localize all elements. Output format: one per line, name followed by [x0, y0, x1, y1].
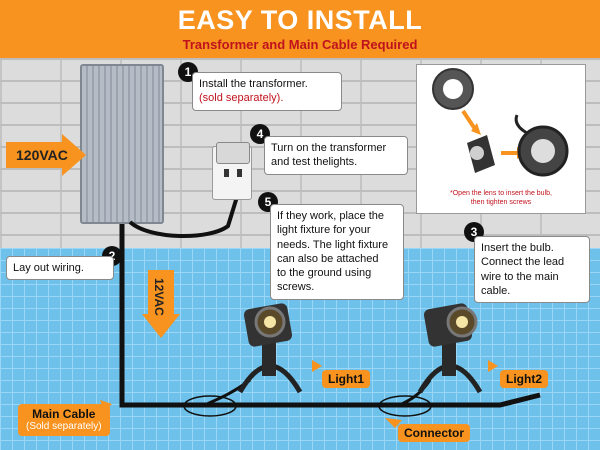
- step-3-line: wire to the main: [481, 270, 559, 283]
- light1-pointer: [312, 360, 322, 372]
- main-cable-title: Main Cable: [32, 407, 96, 421]
- lens-arrow-icon: [461, 109, 477, 131]
- step-5-line: can also be attached: [277, 252, 379, 265]
- low-voltage-cable: [119, 224, 541, 408]
- transformer-box: [80, 64, 164, 224]
- inset-caption-line: then tighten screws: [470, 198, 532, 206]
- step-5-line: screws.: [277, 281, 315, 294]
- light2-fixture: [417, 303, 483, 394]
- input-voltage-arrow: 120VAC: [6, 134, 90, 176]
- light2-pointer: [488, 360, 498, 372]
- connector-ring-1: [183, 395, 237, 417]
- plug-icon: [216, 142, 250, 164]
- step-3-callout: Insert the bulb. Connect the lead wire t…: [474, 236, 590, 304]
- inset-caption: *Open the lens to insert the bulb, then …: [421, 190, 581, 207]
- step-5-line: light fixture for your: [277, 224, 371, 237]
- step-5-callout: If they work, place the light fixture fo…: [270, 204, 404, 300]
- input-voltage-label: 120VAC: [16, 147, 68, 163]
- outlet-hole-icon: [237, 169, 242, 177]
- bulb-insert-inset: *Open the lens to insert the bulb, then …: [416, 64, 586, 214]
- light2-label: Light2: [500, 370, 548, 388]
- light1-fixture: [237, 303, 303, 394]
- step-4-callout: Turn on the transformer and test theligh…: [264, 136, 408, 175]
- power-cord: [128, 186, 238, 239]
- page-title: EASY TO INSTALL: [177, 5, 423, 35]
- step-3-line: Connect the lead: [481, 256, 565, 269]
- step-1-callout: Install the transformer. (sold separatel…: [192, 72, 342, 111]
- step-5-line: needs. The light fixture: [277, 238, 389, 251]
- connector-pointer: [385, 418, 402, 428]
- step-4-line: Turn on the transformer: [271, 142, 387, 154]
- page-subtitle: Transformer and Main Cable Required: [182, 37, 418, 52]
- step-5-line: If they work, place the: [277, 210, 384, 222]
- step-4-line: and test thelights.: [271, 156, 358, 169]
- outlet-hole-icon: [224, 169, 229, 177]
- step-3-line: cable.: [481, 284, 511, 297]
- output-voltage-label: 12VAC: [152, 278, 166, 316]
- step-2-text: Lay out wiring.: [13, 262, 84, 274]
- step-1-text: Install the transformer.: [199, 78, 308, 90]
- step-5-line: to the ground using: [277, 267, 372, 280]
- step-3-line: Insert the bulb.: [481, 242, 554, 254]
- output-voltage-arrow: 12VAC: [142, 270, 180, 338]
- main-cable-label: Main Cable (Sold separately): [18, 404, 110, 437]
- light1-label: Light1: [322, 370, 370, 388]
- bulb-detail-illustration: [432, 68, 569, 177]
- connector-label: Connector: [398, 424, 470, 442]
- inset-caption-line: *Open the lens to insert the bulb,: [450, 190, 552, 198]
- step-1-note: (sold separately).: [199, 92, 284, 105]
- connector-ring-2: [378, 395, 432, 417]
- main-cable-note: (Sold separately): [26, 421, 102, 433]
- header-banner: EASY TO INSTALL Transformer and Main Cab…: [0, 0, 600, 58]
- step-2-callout: Lay out wiring.: [6, 256, 114, 281]
